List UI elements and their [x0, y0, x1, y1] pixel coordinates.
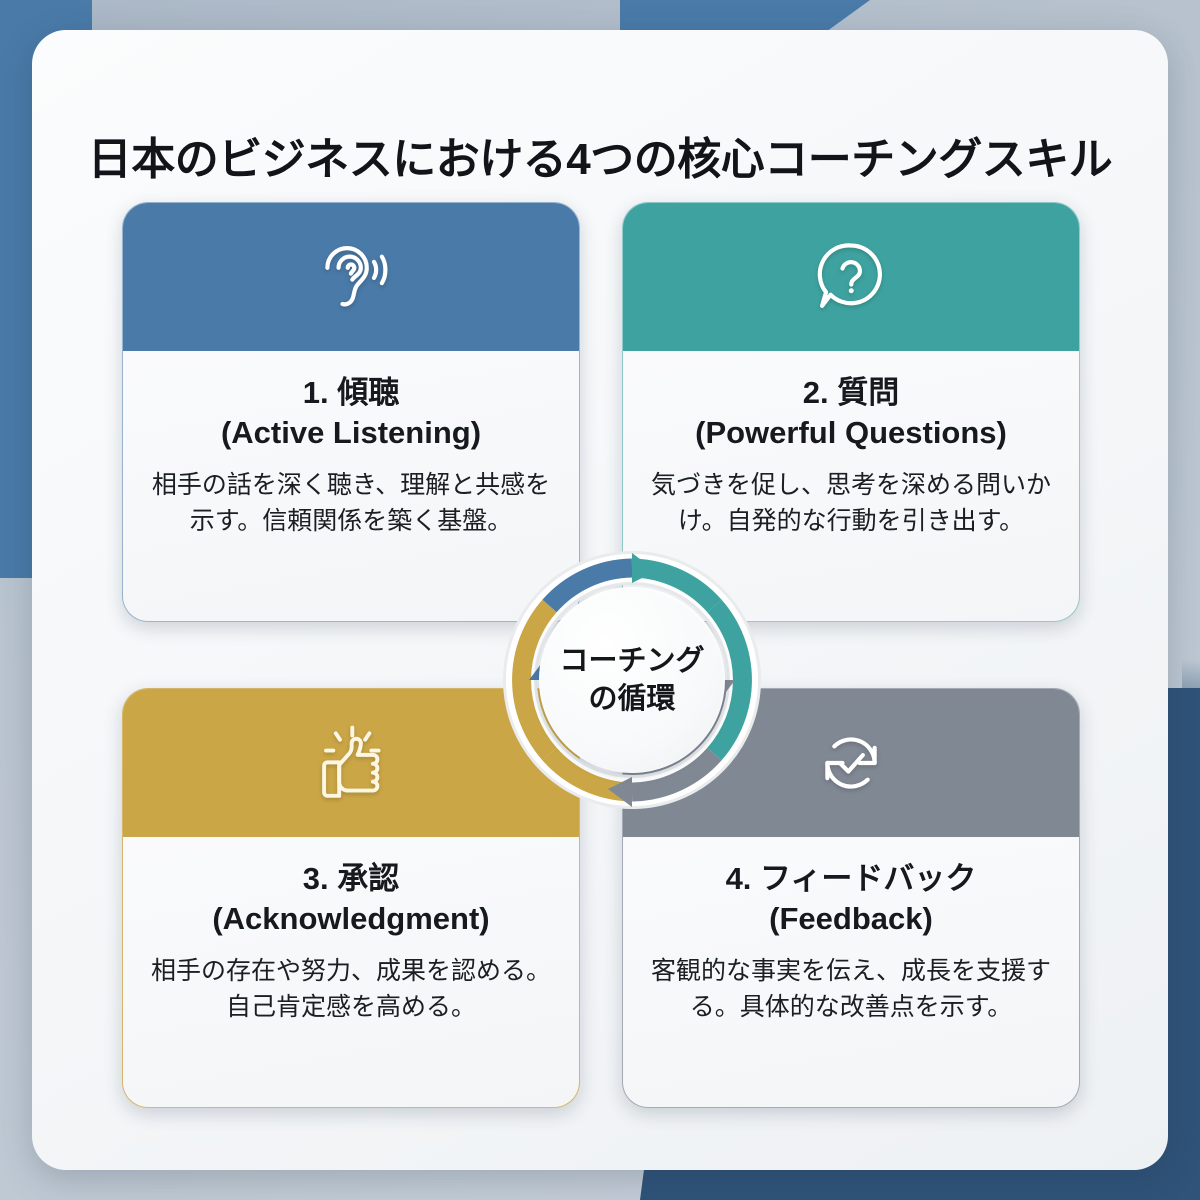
card-header — [623, 203, 1079, 351]
main-panel: 日本のビジネスにおける4つの核心コーチングスキル — [32, 30, 1168, 1170]
skill-card-active-listening[interactable]: 1. 傾聴 (Active Listening) 相手の話を深く聴き、理解と共感… — [122, 202, 580, 622]
card-body: 4. フィードバック (Feedback) 客観的な事実を伝え、成長を支援する。… — [623, 837, 1079, 1025]
card-title: 4. フィードバック (Feedback) — [725, 861, 977, 936]
card-description: 相手の存在や努力、成果を認める。自己肯定感を高める。 — [150, 957, 551, 1021]
ear-listening-icon — [309, 235, 393, 319]
skill-card-powerful-questions[interactable]: 2. 質問 (Powerful Questions) 気づきを促し、思考を深める… — [622, 202, 1080, 622]
card-title: 2. 質問 (Powerful Questions) — [695, 375, 1007, 450]
skill-card-grid: 1. 傾聴 (Active Listening) 相手の話を深く聴き、理解と共感… — [122, 202, 1080, 1108]
card-body: 1. 傾聴 (Active Listening) 相手の話を深く聴き、理解と共感… — [123, 351, 579, 539]
cycle-center-disc: コーチング の循環 — [539, 587, 725, 773]
card-description: 気づきを促し、思考を深める問いかけ。自発的な行動を引き出す。 — [650, 471, 1051, 535]
card-header — [123, 203, 579, 351]
card-title: 3. 承認 (Acknowledgment) — [212, 861, 490, 936]
coaching-cycle-hub: コーチング の循環 — [487, 535, 777, 825]
skill-card-acknowledgment[interactable]: 3. 承認 (Acknowledgment) 相手の存在や努力、成果を認める。自… — [122, 688, 580, 1108]
card-body: 3. 承認 (Acknowledgment) 相手の存在や努力、成果を認める。自… — [123, 837, 579, 1025]
card-body: 2. 質問 (Powerful Questions) 気づきを促し、思考を深める… — [623, 351, 1079, 539]
question-speech-bubble-icon — [809, 235, 893, 319]
card-title: 1. 傾聴 (Active Listening) — [220, 375, 482, 450]
page-title: 日本のビジネスにおける4つの核心コーチングスキル — [87, 135, 1113, 185]
refresh-check-cycle-icon — [809, 721, 893, 805]
cycle-label: コーチング の循環 — [559, 644, 705, 715]
card-description: 客観的な事実を伝え、成長を支援する。具体的な改善点を示す。 — [650, 957, 1051, 1021]
background-navy-edge-strip — [1182, 0, 1200, 1200]
card-header — [123, 689, 579, 837]
thumbs-up-sparkle-icon — [309, 721, 393, 805]
card-description: 相手の話を深く聴き、理解と共感を示す。信頼関係を築く基盤。 — [151, 471, 551, 535]
cycle-arrow-ring — [503, 551, 761, 809]
